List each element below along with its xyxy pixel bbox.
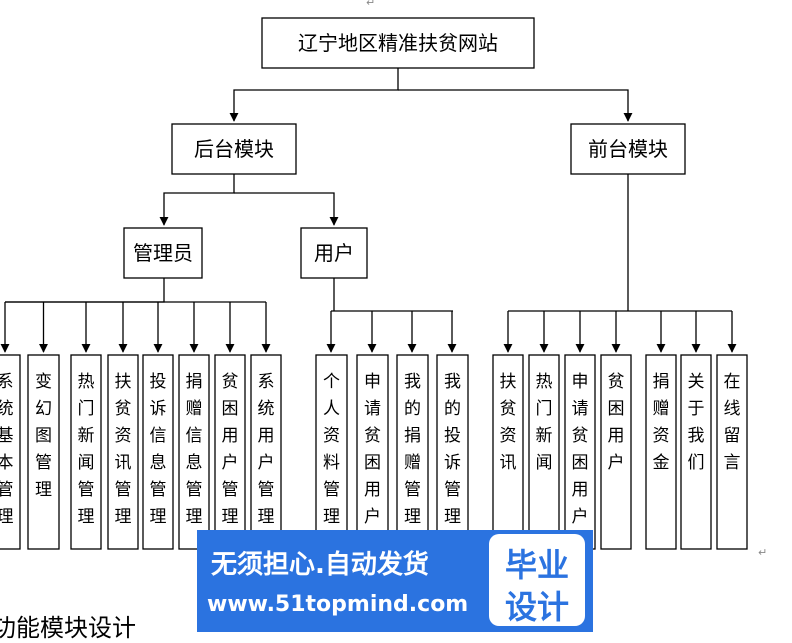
front-item-5-box [680,354,712,550]
front-item-6-box [716,354,748,550]
front-item-6: 在线留言 [716,354,748,550]
front-item-0: 扶贫资讯 [492,354,524,550]
user-item-1-label: 申请贫困用户 [364,372,381,527]
root-node-box [261,17,535,69]
front-item-2: 申请贫困用户 [564,354,596,550]
admin-item-5-box [178,354,210,550]
user-item-2: 我的捐赠管理 [396,354,429,550]
admin-item-2-label: 热门新闻管理 [78,372,95,527]
front-item-4-box [645,354,677,550]
admin-item-1-label: 变幻图管理 [35,372,52,500]
front-item-6-label: 在线留言 [724,372,741,473]
user-node-label: 用户 [314,241,354,265]
admin-item-1-box [27,354,60,550]
watermark-badge: 毕业 设计 [489,534,585,626]
edge-admin-bus [5,278,165,303]
watermark-badge-line1: 毕业 [504,546,569,584]
front-item-3: 贫困用户 [600,354,632,550]
front-item-0-label: 扶贫资讯 [500,372,517,473]
backend-node-label: 后台模块 [194,137,274,161]
admin-item-0-box [0,354,21,550]
front-item-3-label: 贫困用户 [608,372,625,473]
front-item-1-box [528,354,560,550]
connectors [0,68,737,353]
watermark-url: www.51topmind.com [207,592,469,617]
front-item-3-box [600,354,632,550]
user-item-2-box [396,354,429,550]
front-item-5-label: 关于我们 [688,372,705,473]
front-item-5: 关于我们 [680,354,712,550]
front-item-0-box [492,354,524,550]
admin-node: 管理员 [123,227,203,279]
front-item-4-label: 捐赠资金 [653,372,670,473]
frontend-node-box [570,123,686,175]
front-item-1-label: 热门新闻 [536,372,553,473]
user-item-0-label: 个人资料管理 [323,372,340,527]
admin-node-label: 管理员 [133,241,193,265]
admin-item-7-box [250,354,282,550]
admin-item-2: 热门新闻管理 [70,354,102,550]
front-item-2-label: 申请贫困用户 [572,372,589,527]
user-item-3: 我的投诉管理 [436,354,469,550]
paragraph-mark-right: ↵ [758,546,768,559]
admin-item-3-label: 扶贫资讯管理 [115,372,132,527]
admin-item-2-box [70,354,102,550]
admin-item-3: 扶贫资讯管理 [107,354,139,550]
backend-node-box [171,123,297,175]
front-item-1: 热门新闻 [528,354,560,550]
backend-node: 后台模块 [171,123,297,175]
edge-backend-user [234,192,339,226]
admin-item-6: 贫困用户管理 [214,354,246,550]
admin-item-0-label: 系统基本管理 [0,372,14,527]
admin-item-0: 系统基本管理 [0,354,21,550]
admin-item-7-label: 系统用户管理 [258,372,275,527]
front-item-4: 捐赠资金 [645,354,677,550]
root-node-label: 辽宁地区精准扶贫网站 [298,31,498,55]
admin-node-box [123,227,203,279]
user-item-3-box [436,354,469,550]
frontend-node-label: 前台模块 [588,137,668,161]
admin-item-4-box [142,354,174,550]
admin-item-5-label: 捐赠信息管理 [186,372,203,527]
admin-item-1: 变幻图管理 [27,354,60,550]
watermark-banner: 无须担心.自动发货 www.51topmind.com 毕业 设计 [197,530,593,632]
admin-item-7: 系统用户管理 [250,354,282,550]
section-caption: 功能模块设计 [0,614,136,642]
front-item-2-box [564,354,596,550]
watermark-slogan: 无须担心.自动发货 [211,550,429,580]
frontend-node: 前台模块 [570,123,686,175]
admin-item-5: 捐赠信息管理 [178,354,210,550]
user-item-0-box [315,354,348,550]
admin-item-3-box [107,354,139,550]
edge-root-frontend [398,89,633,122]
paragraph-mark-top: ↵ [366,0,376,9]
admin-item-4-label: 投诉信息管理 [150,372,167,527]
edge-backend-admin [159,174,235,226]
admin-item-6-label: 贫困用户管理 [222,372,239,527]
user-node-box [300,227,368,279]
user-node: 用户 [300,227,368,279]
edge-root-backend [229,68,399,122]
user-item-2-label: 我的捐赠管理 [404,372,421,527]
watermark-badge-line2: 设计 [504,588,569,626]
user-item-3-label: 我的投诉管理 [444,372,461,527]
user-item-1: 申请贫困用户 [356,354,389,550]
user-item-0: 个人资料管理 [315,354,348,550]
admin-item-4: 投诉信息管理 [142,354,174,550]
root-node: 辽宁地区精准扶贫网站 [261,17,535,69]
